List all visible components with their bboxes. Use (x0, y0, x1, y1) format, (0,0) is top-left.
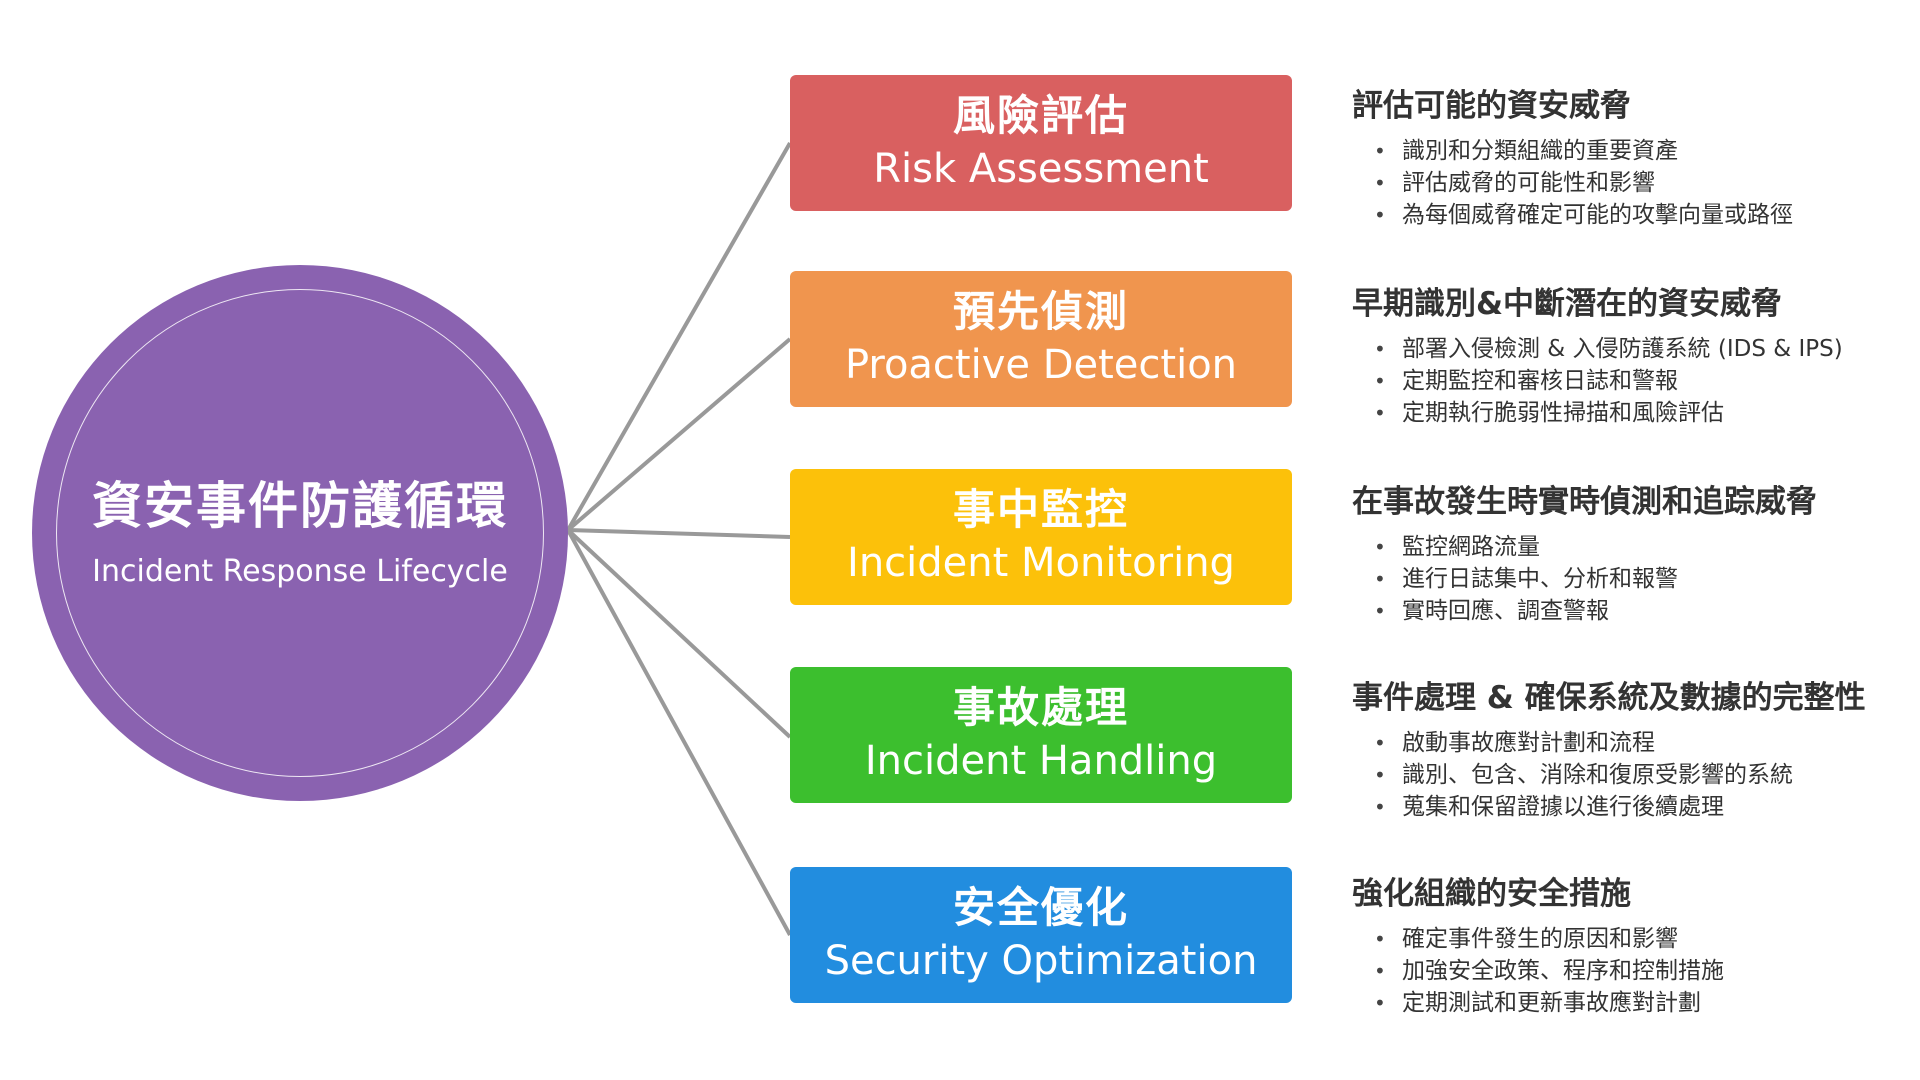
hub-inner-ring (56, 289, 544, 777)
connector-line (567, 528, 791, 539)
connector-line (566, 529, 792, 936)
detail-heading: 早期識別&中斷潛在的資安威脅 (1352, 286, 1783, 322)
stage-detail-proactive-detection: 早期識別&中斷潛在的資安威脅 部署入侵檢測 & 入侵防護系統 (IDS & IP… (1352, 286, 1912, 429)
detail-bullet-list: 啟動事故應對計劃和流程 識別、包含、消除和復原受影響的系統 蒐集和保留證據以進行… (1352, 727, 1912, 823)
detail-bullet: 蒐集和保留證據以進行後續處理 (1374, 791, 1912, 823)
hub-title: 資安事件防護循環 (92, 477, 508, 535)
detail-bullet: 確定事件發生的原因和影響 (1374, 923, 1912, 955)
detail-bullet: 定期監控和審核日誌和警報 (1374, 365, 1912, 397)
connector-line (566, 142, 792, 531)
detail-bullet-list: 監控網路流量 進行日誌集中、分析和報警 實時回應、調查警報 (1352, 531, 1912, 627)
detail-heading: 評估可能的資安威脅 (1352, 88, 1631, 124)
detail-bullet: 識別、包含、消除和復原受影響的系統 (1374, 759, 1912, 791)
stage-box-proactive-detection: 預先偵測 Proactive Detection (790, 271, 1292, 407)
stage-title-zh: 預先偵測 (952, 286, 1129, 336)
detail-heading: 強化組織的安全措施 (1352, 876, 1631, 912)
stage-box-incident-handling: 事故處理 Incident Handling (790, 667, 1292, 803)
detail-bullet: 啟動事故應對計劃和流程 (1374, 727, 1912, 759)
detail-bullet: 進行日誌集中、分析和報警 (1374, 563, 1912, 595)
detail-bullet: 加強安全政策、程序和控制措施 (1374, 955, 1912, 987)
detail-bullet: 評估威脅的可能性和影響 (1374, 167, 1912, 199)
stage-title-zh: 事故處理 (952, 682, 1129, 732)
stage-box-security-optimization: 安全優化 Security Optimization (790, 867, 1292, 1003)
detail-bullet: 部署入侵檢測 & 入侵防護系統 (IDS & IPS) (1374, 333, 1912, 365)
detail-bullet: 識別和分類組織的重要資產 (1374, 135, 1912, 167)
stage-detail-incident-handling: 事件處理 & 確保系統及數據的完整性 啟動事故應對計劃和流程 識別、包含、消除和… (1352, 680, 1912, 823)
detail-bullet: 實時回應、調查警報 (1374, 595, 1912, 627)
detail-heading: 在事故發生時實時偵測和追踪威脅 (1352, 484, 1817, 520)
stage-title-zh: 風險評估 (952, 90, 1129, 140)
stage-title-en: Security Optimization (824, 938, 1258, 985)
stage-title-en: Incident Handling (864, 738, 1218, 785)
stage-detail-risk-assessment: 評估可能的資安威脅 識別和分類組織的重要資產 評估威脅的可能性和影響 為每個威脅… (1352, 88, 1912, 231)
detail-bullet: 定期執行脆弱性掃描和風險評估 (1374, 397, 1912, 429)
detail-bullet-list: 確定事件發生的原因和影響 加強安全政策、程序和控制措施 定期測試和更新事故應對計… (1352, 923, 1912, 1019)
lifecycle-hub-circle: 資安事件防護循環 Incident Response Lifecycle (32, 265, 568, 801)
stage-title-en: Risk Assessment (873, 146, 1209, 193)
detail-bullet: 定期測試和更新事故應對計劃 (1374, 987, 1912, 1019)
hub-text: 資安事件防護循環 Incident Response Lifecycle (32, 265, 568, 801)
connector-line (566, 528, 792, 739)
stage-title-zh: 事中監控 (952, 484, 1129, 534)
stage-title-zh: 安全優化 (952, 882, 1129, 932)
connector-line (566, 337, 792, 532)
detail-bullet: 監控網路流量 (1374, 531, 1912, 563)
detail-bullet: 為每個威脅確定可能的攻擊向量或路徑 (1374, 199, 1912, 231)
stage-detail-security-optimization: 強化組織的安全措施 確定事件發生的原因和影響 加強安全政策、程序和控制措施 定期… (1352, 876, 1912, 1019)
stage-box-incident-monitoring: 事中監控 Incident Monitoring (790, 469, 1292, 605)
stage-detail-incident-monitoring: 在事故發生時實時偵測和追踪威脅 監控網路流量 進行日誌集中、分析和報警 實時回應… (1352, 484, 1912, 627)
detail-bullet-list: 部署入侵檢測 & 入侵防護系統 (IDS & IPS) 定期監控和審核日誌和警報… (1352, 333, 1912, 429)
detail-bullet-list: 識別和分類組織的重要資產 評估威脅的可能性和影響 為每個威脅確定可能的攻擊向量或… (1352, 135, 1912, 231)
stage-box-risk-assessment: 風險評估 Risk Assessment (790, 75, 1292, 211)
detail-heading: 事件處理 & 確保系統及數據的完整性 (1352, 680, 1866, 716)
hub-subtitle: Incident Response Lifecycle (92, 554, 508, 589)
stage-title-en: Proactive Detection (844, 342, 1238, 389)
stage-title-en: Incident Monitoring (847, 540, 1235, 587)
